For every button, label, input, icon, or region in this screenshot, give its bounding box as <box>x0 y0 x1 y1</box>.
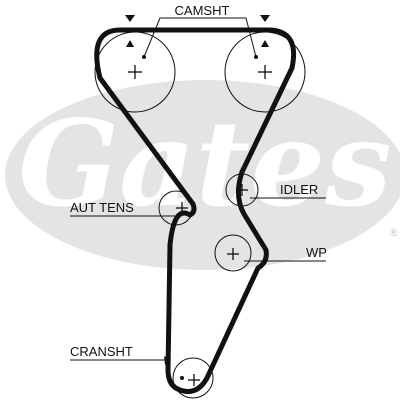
watermark-text: Gates <box>18 94 391 233</box>
idler-pulley <box>225 173 259 207</box>
camshaft-pulley-right-circle <box>224 31 306 113</box>
camshaft-leader-left <box>143 17 161 58</box>
timing-mark-left-lower <box>126 40 134 47</box>
crankshaft-label: CRANSHT <box>70 344 133 359</box>
camshaft-pulley-left <box>94 31 176 113</box>
tensioner-label: AUT TENS <box>70 200 134 215</box>
water-pump-pulley <box>214 234 252 272</box>
water-pump-pulley-circle <box>214 234 252 272</box>
camshaft-leader-right <box>245 17 257 58</box>
tensioner-pulley <box>158 190 194 226</box>
timing-mark-left-triangle <box>125 15 135 22</box>
timing-belt <box>94 27 296 394</box>
idler-label: IDLER <box>280 182 318 197</box>
registered-mark: ® <box>388 226 399 239</box>
camshaft-pulley-left-circle <box>94 31 176 113</box>
tensioner-pulley-circle <box>158 190 194 226</box>
timing-mark-right-triangle <box>260 15 270 22</box>
crankshaft-timing-dot <box>180 376 184 380</box>
timing-mark-right-lower <box>261 40 269 47</box>
gates-watermark-logo: Gates ® <box>5 80 400 270</box>
crankshaft-pulley <box>172 357 214 399</box>
water-pump-label: WP <box>306 245 327 260</box>
camshaft-label: CAMSHT <box>175 3 230 18</box>
crankshaft-pulley-circle <box>172 357 214 399</box>
idler-pulley-circle <box>225 173 259 207</box>
camshaft-pulley-right <box>224 31 306 113</box>
watermark-ellipse <box>5 80 400 270</box>
